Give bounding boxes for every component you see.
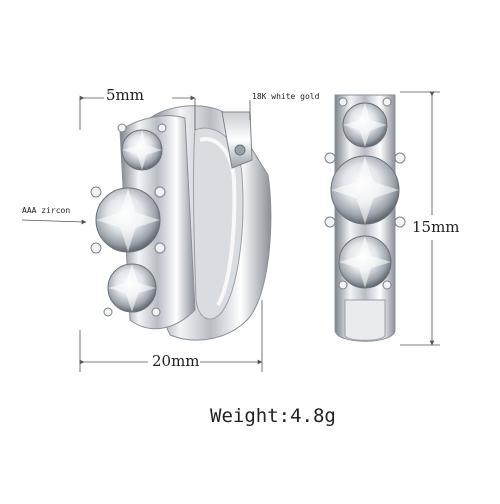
earring-side-view <box>90 105 272 341</box>
hinge <box>221 111 253 169</box>
dimension-lines <box>21 91 440 372</box>
front-stone-bottom <box>338 235 392 289</box>
weight-value: 4.8g <box>290 405 336 427</box>
stone-annotation: AAA zircon <box>22 206 71 215</box>
stone-top <box>121 129 163 171</box>
front-stone-top <box>342 102 388 148</box>
weight-spec: Weight:4.8g <box>210 405 336 427</box>
front-stone-middle <box>330 155 400 225</box>
stone-middle <box>95 187 161 253</box>
earring-front-view <box>324 94 406 342</box>
dimension-height: 15mm <box>410 218 462 236</box>
material-annotation: 18K white gold <box>252 92 320 101</box>
stone-bottom <box>107 263 157 313</box>
weight-label: Weight: <box>210 405 291 427</box>
dimension-bottom-width: 20mm <box>152 352 200 370</box>
dimension-top-width: 5mm <box>106 86 144 104</box>
